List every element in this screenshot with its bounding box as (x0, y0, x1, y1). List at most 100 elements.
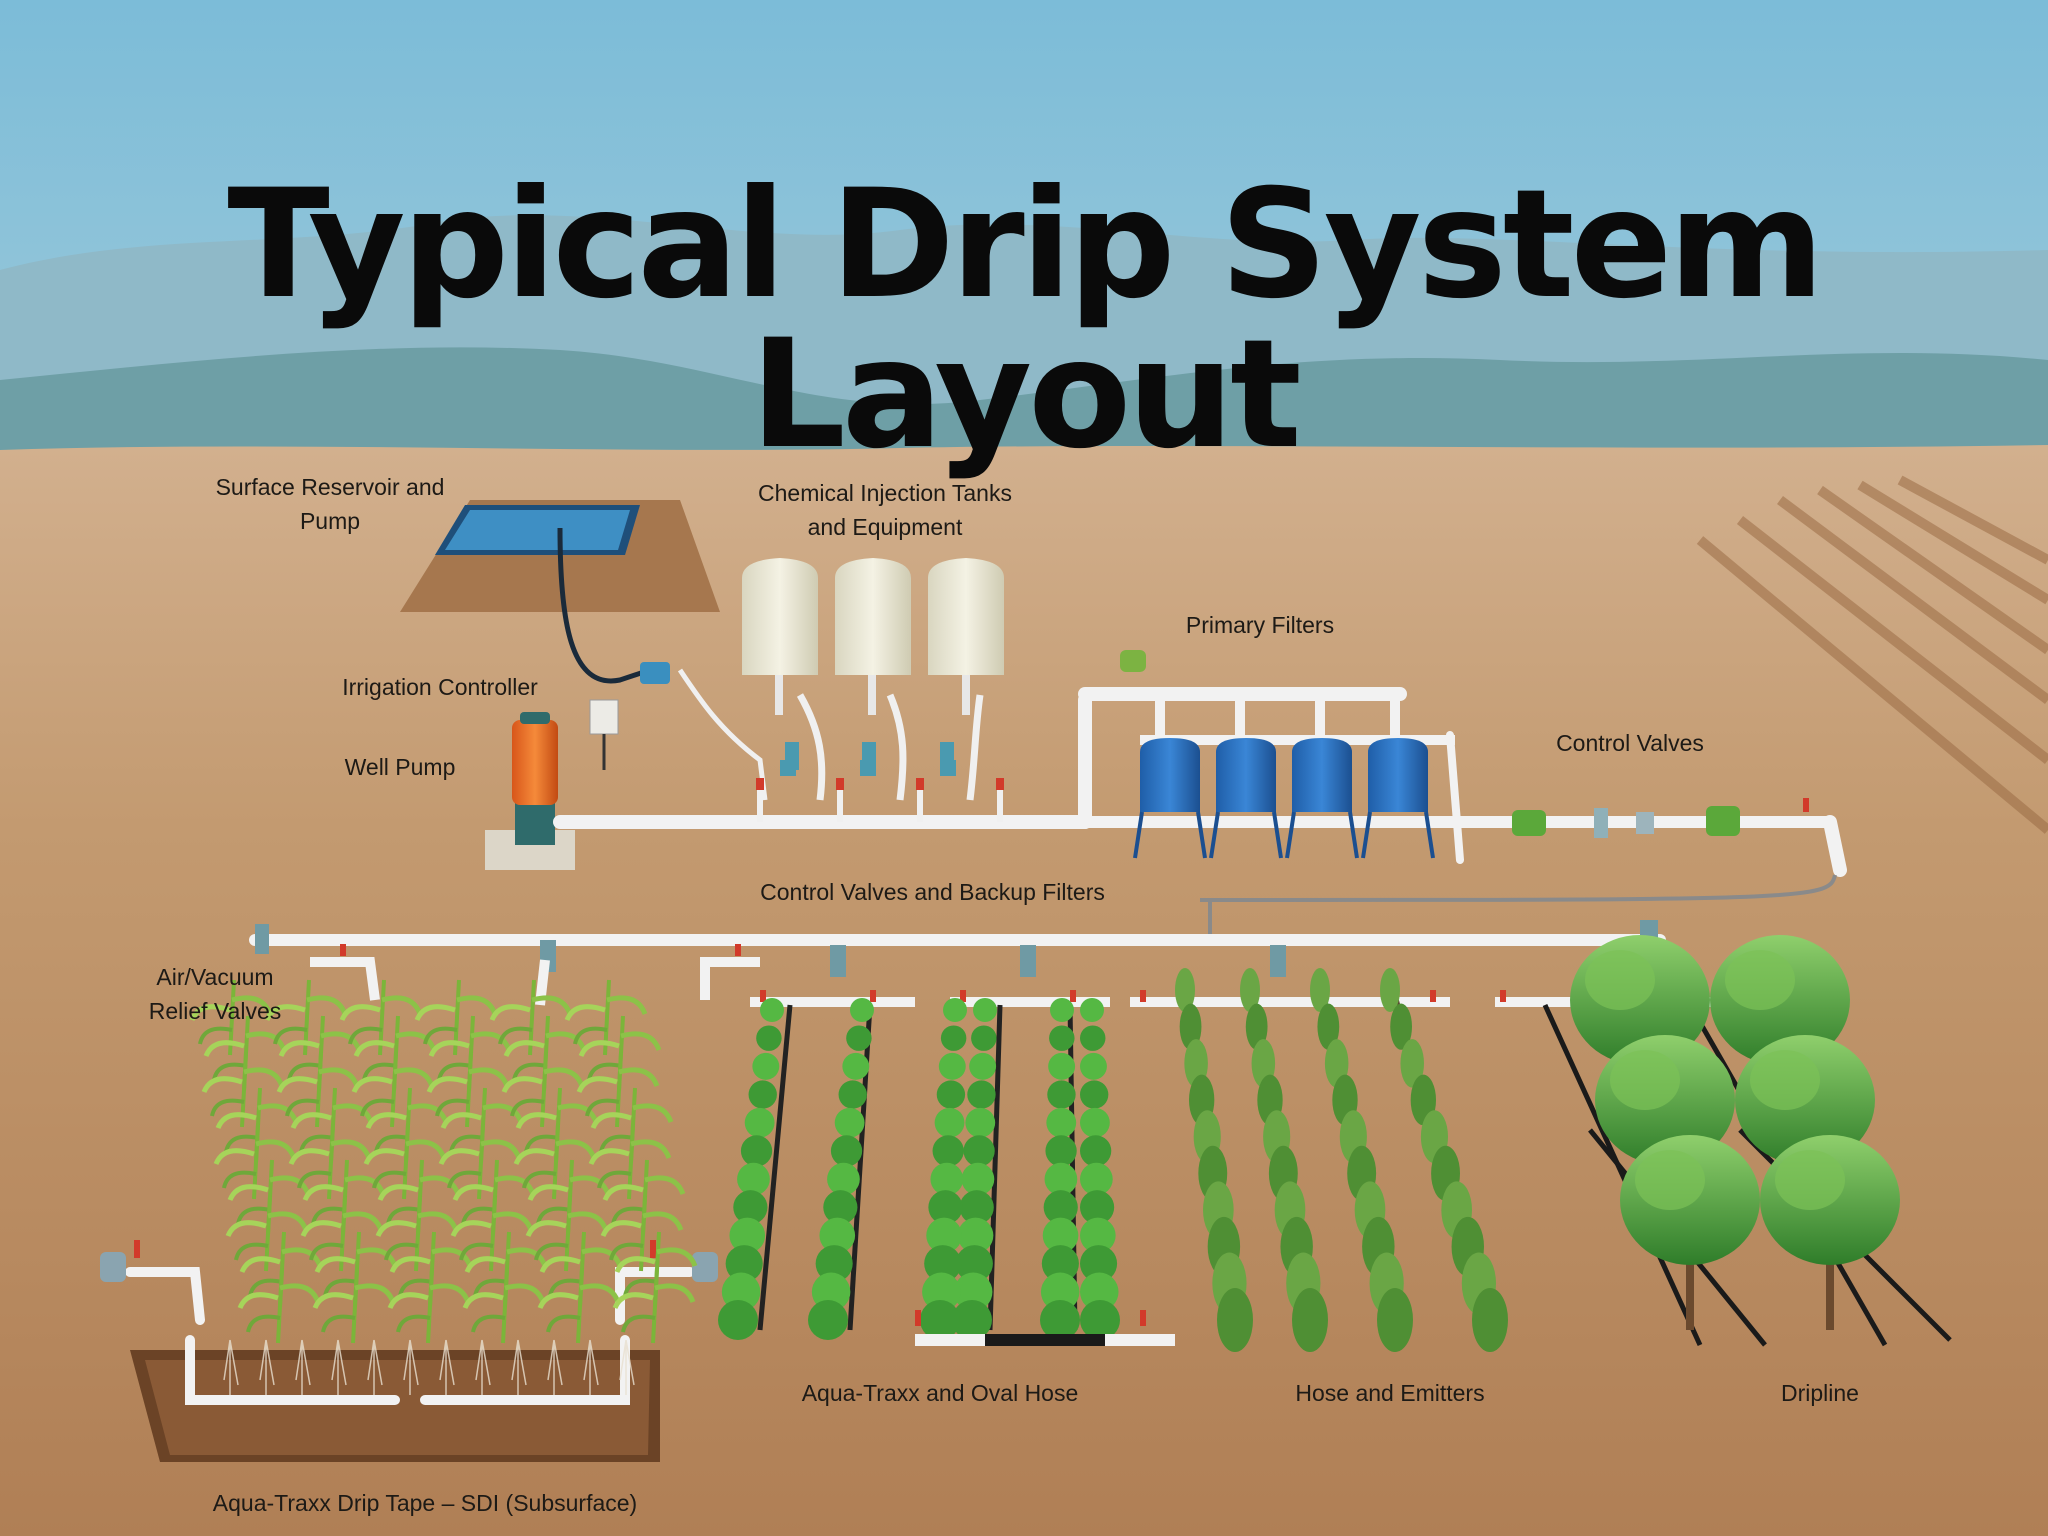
root (619, 1339, 635, 1395)
vine-rows (1175, 968, 1508, 1352)
label-irrigation-controller: Irrigation Controller (342, 674, 538, 700)
lettuce-head (961, 1162, 995, 1196)
lettuce-head (928, 1190, 963, 1225)
lettuce-head (952, 1300, 992, 1340)
lettuce-head (1080, 1272, 1119, 1312)
root-lines (223, 1339, 635, 1395)
root (223, 1339, 239, 1395)
lettuce-head (1041, 1245, 1079, 1283)
chemical-injection-tanks (742, 558, 1004, 801)
lettuce-head (1040, 1300, 1080, 1340)
link-pipe (1199, 874, 1837, 902)
corn-plant (312, 1267, 396, 1344)
lettuce-head (940, 1025, 967, 1051)
lettuce-head (808, 1300, 848, 1340)
corn-plant (237, 1267, 321, 1344)
vine-row (1310, 968, 1413, 1352)
lettuce-head (846, 1025, 872, 1051)
vine-row (1175, 968, 1253, 1352)
lettuce-head (959, 1190, 994, 1225)
lettuce-head (830, 1135, 863, 1167)
lettuce-head (1080, 1300, 1120, 1340)
lettuce-head (823, 1190, 858, 1225)
lettuce-head (733, 1190, 768, 1225)
root (295, 1339, 311, 1395)
lettuce-head (920, 1300, 960, 1340)
root (511, 1339, 527, 1395)
corn-plant (387, 1267, 471, 1344)
lettuce-head (819, 1217, 856, 1254)
oval-hose-header (915, 1310, 1175, 1346)
surface-reservoir (400, 500, 768, 801)
near-mountains (0, 347, 2048, 480)
root (475, 1339, 491, 1395)
lettuce-head (934, 1107, 965, 1138)
lettuce-head (1080, 1107, 1110, 1138)
lettuce-head (1050, 998, 1074, 1022)
label-well-pump: Well Pump (344, 754, 456, 780)
lettuce-head (744, 1107, 775, 1138)
valve-markers (340, 944, 1506, 1002)
lettuce-head (827, 1162, 860, 1196)
lettuce-head (756, 1025, 782, 1051)
lettuce-head (955, 1245, 993, 1283)
lettuce-head (957, 1217, 994, 1254)
orchard-trees (1570, 935, 1900, 1330)
lettuce-head (1042, 1217, 1079, 1254)
lettuce-head (718, 1300, 758, 1340)
control-valves (1512, 798, 1809, 838)
injection-valves (756, 742, 1004, 822)
lettuce-head (973, 998, 997, 1022)
lettuce-head (930, 1162, 964, 1196)
lettuce-head (842, 1052, 870, 1080)
root (259, 1339, 275, 1395)
orchard-tree (1760, 1135, 1900, 1330)
lettuce-head (1046, 1107, 1077, 1138)
lettuce-head (932, 1135, 964, 1167)
sdi-trench (100, 1240, 718, 1462)
label-aqua-traxx-oval: Aqua-Traxx and Oval Hose (801, 1380, 1079, 1406)
lettuce-head (850, 998, 874, 1022)
lettuce-head (737, 1162, 770, 1196)
lettuce-head (752, 1052, 780, 1080)
irrigation-controller (589, 699, 619, 770)
lettuce-head (967, 1080, 996, 1109)
lettuce-head (1080, 1217, 1116, 1254)
lettuce-head (1048, 1052, 1076, 1080)
corn-plant (537, 1267, 621, 1344)
root (331, 1339, 347, 1395)
lettuce-head (1040, 1272, 1080, 1312)
corn-plant (300, 1195, 384, 1272)
plowed-furrows (1696, 475, 2048, 834)
lettuce-head (1080, 998, 1104, 1022)
lettuce-head (725, 1245, 763, 1283)
lettuce-head (936, 1080, 966, 1109)
lettuce-head (815, 1245, 853, 1283)
label-control-valves-backup: Control Valves and Backup Filters (760, 879, 1105, 905)
lettuce-head (1080, 1080, 1109, 1109)
lettuce-head (1080, 1052, 1107, 1080)
lettuce-head (1045, 1135, 1077, 1167)
label-aqua-traxx-sdi: Aqua-Traxx Drip Tape – SDI (Subsurface) (212, 1490, 638, 1516)
label-dripline: Dripline (1781, 1380, 1859, 1406)
lettuce-head (1080, 1190, 1115, 1225)
label-control-valves: Control Valves (1556, 730, 1704, 756)
lettuce-head (838, 1080, 867, 1109)
lettuce-head (1047, 1080, 1076, 1109)
lettuce-head (938, 1052, 966, 1080)
lettuce-head (760, 998, 784, 1022)
label-primary-filters: Primary Filters (1185, 612, 1335, 638)
lettuce-head (969, 1052, 997, 1080)
root (403, 1339, 419, 1395)
lettuce-head (1080, 1162, 1113, 1196)
well-pump (485, 712, 575, 870)
lettuce-head (834, 1107, 865, 1138)
lettuce-head (1049, 1025, 1075, 1051)
lettuce-head (965, 1107, 996, 1138)
root (367, 1339, 383, 1395)
